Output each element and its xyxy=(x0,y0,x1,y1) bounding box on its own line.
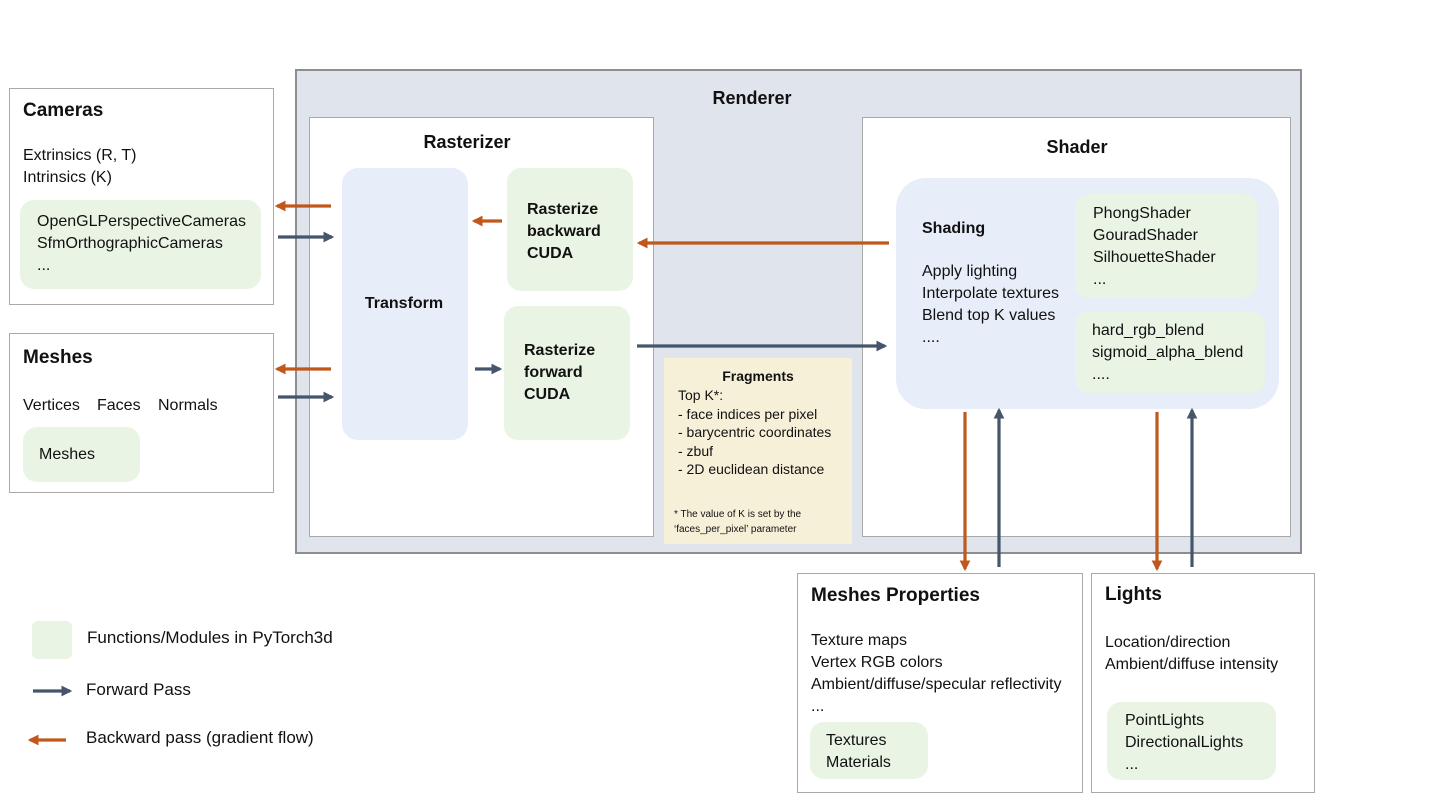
shading-line: Apply lighting xyxy=(922,263,1018,280)
fragments-line: - face indices per pixel xyxy=(678,405,818,422)
mesh-property: Vertex RGB colors xyxy=(811,654,943,671)
lights-modules: PointLights DirectionalLights ... xyxy=(1107,702,1276,780)
camera-item: OpenGLPerspectiveCameras xyxy=(37,213,246,230)
shader-item: GouradShader xyxy=(1093,227,1198,244)
legend-backward-label: Backward pass (gradient flow) xyxy=(86,728,314,747)
shader-title: Shader xyxy=(1046,137,1108,157)
meshes-field-normals: Normals xyxy=(158,397,218,414)
cameras-param: Extrinsics (R, T) xyxy=(23,147,137,164)
legend-forward-label: Forward Pass xyxy=(86,680,191,699)
shading-title: Shading xyxy=(922,220,986,237)
rasterize-backward-line: Rasterize xyxy=(527,201,599,218)
lights-property: Location/direction xyxy=(1105,634,1231,651)
cameras-modules: OpenGLPerspectiveCameras SfmOrthographic… xyxy=(20,200,261,289)
mesh-property: ... xyxy=(811,698,825,715)
camera-item: SfmOrthographicCameras xyxy=(37,235,223,252)
shading-line: Blend top K values xyxy=(922,307,1056,324)
fragments-note-line: * The value of K is set by the xyxy=(674,509,802,520)
mesh-properties-title: Meshes Properties xyxy=(811,585,980,606)
meshes-field-faces: Faces xyxy=(97,397,141,414)
light-module: DirectionalLights xyxy=(1125,734,1244,751)
blend-module: hard_rgb_blend sigmoid_alpha_blend .... xyxy=(1075,311,1265,393)
blend-item: hard_rgb_blend xyxy=(1092,322,1205,339)
fragments-line: - 2D euclidean distance xyxy=(678,461,825,477)
cameras-title: Cameras xyxy=(23,100,104,121)
meshes-field-vertices: Vertices xyxy=(23,397,80,414)
rasterize-backward-line: backward xyxy=(527,223,601,240)
camera-item: ... xyxy=(37,257,51,274)
transform-module xyxy=(342,168,468,440)
lights-list: Location/direction Ambient/diffuse inten… xyxy=(1105,632,1278,676)
fragments-list: Top K*: - face indices per pixel - baryc… xyxy=(678,386,831,479)
cameras-param: Intrinsics (K) xyxy=(23,169,112,186)
renderer-title: Renderer xyxy=(712,88,792,108)
rasterize-forward-line: Rasterize xyxy=(524,342,596,359)
fragments-title: Fragments xyxy=(722,368,794,384)
fragments-line: - barycentric coordinates xyxy=(678,424,832,440)
shaders-module: PhongShader GouradShader SilhouetteShade… xyxy=(1075,194,1257,298)
fragments-line: Top K*: xyxy=(678,387,724,403)
mesh-properties-modules: Textures Materials xyxy=(810,722,928,779)
rasterize-backward-line: CUDA xyxy=(527,245,574,262)
legend-functions-label: Functions/Modules in PyTorch3d xyxy=(87,628,333,647)
legend-module-swatch xyxy=(32,621,72,659)
meshes-module-label: Meshes xyxy=(39,446,96,463)
cameras-params: Extrinsics (R, T) Intrinsics (K) xyxy=(23,145,136,189)
lights-property: Ambient/diffuse intensity xyxy=(1105,656,1279,673)
fragments-box xyxy=(664,358,852,544)
shader-item: PhongShader xyxy=(1093,205,1191,222)
meshes-module: Meshes xyxy=(23,427,140,482)
fragments-note-line: ‘faces_per_pixel’ parameter xyxy=(674,524,797,535)
mesh-property: Texture maps xyxy=(811,632,908,649)
blend-item: sigmoid_alpha_blend xyxy=(1092,344,1244,361)
mesh-property: Ambient/diffuse/specular reflectivity xyxy=(811,676,1062,693)
transform-label: Transform xyxy=(364,295,444,312)
shading-line: Interpolate textures xyxy=(922,285,1059,302)
light-module: PointLights xyxy=(1125,712,1205,729)
rasterizer-title: Rasterizer xyxy=(423,132,511,152)
fragments-note: * The value of K is set by the ‘faces_pe… xyxy=(674,507,801,537)
rasterize-forward-line: forward xyxy=(524,364,583,381)
shader-item: SilhouetteShader xyxy=(1093,249,1216,266)
mesh-property-module: Materials xyxy=(826,754,891,771)
rasterize-forward-line: CUDA xyxy=(524,386,571,403)
mesh-property-module: Textures xyxy=(826,732,887,749)
mesh-properties-list: Texture maps Vertex RGB colors Ambient/d… xyxy=(811,630,1061,718)
lights-title: Lights xyxy=(1105,584,1162,605)
shading-list: Apply lighting Interpolate textures Blen… xyxy=(922,261,1059,349)
light-module: ... xyxy=(1125,756,1139,773)
meshes-title: Meshes xyxy=(23,347,93,368)
fragments-line: - zbuf xyxy=(678,442,714,459)
shader-item: ... xyxy=(1093,271,1107,288)
blend-item: .... xyxy=(1092,366,1110,383)
rasterize-forward-module: Rasterize forward CUDA xyxy=(504,306,630,440)
shading-line: .... xyxy=(922,329,940,346)
rasterize-backward-module: Rasterize backward CUDA xyxy=(507,168,633,291)
